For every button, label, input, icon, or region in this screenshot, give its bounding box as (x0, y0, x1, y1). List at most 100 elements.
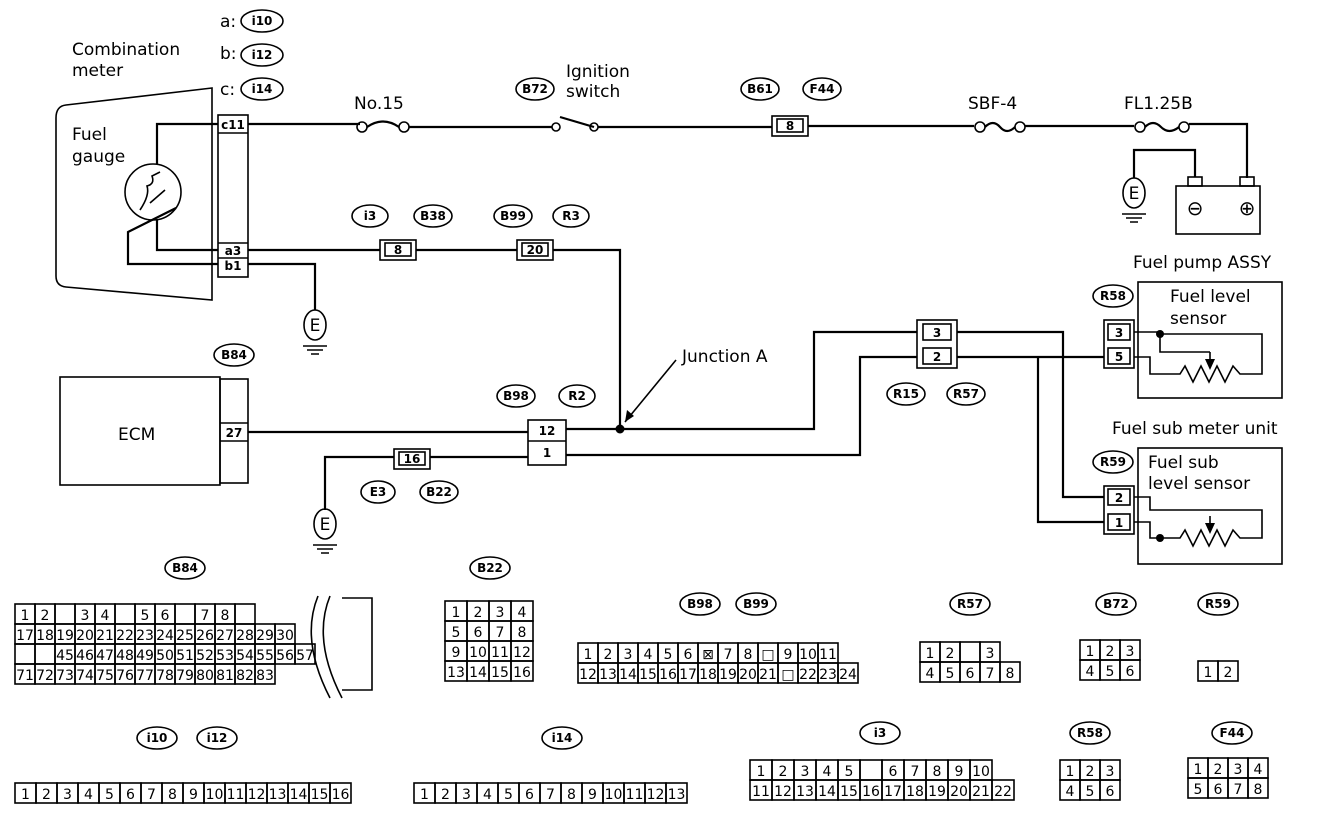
fuse-no15-label: No.15 (354, 94, 404, 114)
connector-B84-cell (174, 603, 196, 625)
connector-R57-pin-6: 6 (966, 666, 975, 682)
connector-B22-pin-14: 14 (469, 665, 487, 681)
fuel-level-label-2: sensor (1170, 309, 1226, 329)
connector-R59 (1103, 485, 1135, 535)
connector-view-tag-i12: i12 (207, 731, 228, 745)
connector-i14-pin-3: 3 (462, 787, 471, 803)
connector-i3-pin-19: 19 (928, 784, 946, 800)
connector-R58-pin-4: 4 (1066, 784, 1075, 800)
meter-key-letter-a: a: (220, 12, 236, 32)
tag-bubble-R2 (558, 384, 596, 408)
connector-B84-pin-53: 53 (216, 648, 234, 664)
ground-icon-battery (1122, 177, 1146, 209)
connector-view-tag-bubble-R59 (1197, 592, 1239, 616)
connector-B98-B99-pin-1: 1 (584, 647, 593, 663)
combination-meter-label-1: Combination (72, 40, 180, 60)
connector-view-tag-B84: B84 (172, 561, 198, 575)
tag-B84: B84 (221, 348, 247, 362)
connector-B84-pin-45: 45 (56, 648, 74, 664)
connector-i10-i12-pin-15: 15 (311, 787, 329, 803)
connector-B22-pin-11: 11 (491, 645, 509, 661)
connector-R58-pin-3: 3 (1106, 764, 1115, 780)
ground-icon-meter (303, 309, 327, 341)
connector-B98-B99-pin-7: 7 (724, 647, 733, 663)
meter-key-tag-a: i10 (252, 14, 273, 28)
connector-B98-B99-pin-⊠: ⊠ (702, 647, 714, 663)
connector-B84-pin-49: 49 (136, 648, 154, 664)
connector-B84-pin-48: 48 (116, 648, 134, 664)
pin-b61-8: 8 (786, 119, 794, 133)
connector-i3-pin-1: 1 (757, 764, 766, 780)
connector-F44-pin-5: 5 (1194, 782, 1203, 798)
connector-view-tag-bubble-B98 (679, 592, 721, 616)
tag-B38: B38 (420, 209, 446, 223)
tag-i3: i3 (364, 209, 376, 223)
connector-R59-cell (1217, 660, 1239, 682)
connector-B98-B99-pin-18: 18 (699, 667, 717, 683)
connector-B84-pin-52: 52 (196, 648, 214, 664)
svg-text:E: E (310, 316, 321, 336)
gauge-wire-bottom (155, 220, 218, 252)
fuel-sub-resistor (1134, 496, 1263, 548)
meter-connector-block (217, 114, 249, 278)
connector-B84-cell (114, 603, 136, 625)
connector-R15-R57 (916, 319, 958, 369)
connector-view-tag-i10: i10 (147, 731, 168, 745)
connector-i14-pin-7: 7 (546, 787, 555, 803)
connector-i3-pin-22: 22 (994, 784, 1012, 800)
connector-R57-pin-1: 1 (926, 646, 935, 662)
connector-i14-pin-6: 6 (525, 787, 534, 803)
connector-B98-B99-pin-8: 8 (744, 647, 753, 663)
fuel-gauge-dial (124, 163, 182, 221)
connector-B72-cell (1119, 659, 1141, 681)
connector-B98-B99-pin-19: 19 (719, 667, 737, 683)
connector-B84-cell (254, 663, 276, 685)
connector-view-tag-B99: B99 (743, 597, 769, 611)
connector-i3-pin-20: 20 (950, 784, 968, 800)
tag-bubble-R3 (552, 204, 590, 228)
connector-B84-pin-3: 3 (81, 608, 90, 624)
connector-B72-pin-3: 3 (1126, 644, 1135, 660)
connector-view-tag-bubble-B72 (1095, 592, 1137, 616)
gauge-wire-top (155, 122, 218, 164)
connector-F44-cell (1247, 777, 1269, 799)
pin-b98-12: 12 (539, 424, 556, 438)
fuel-sub-meter-box (1137, 447, 1283, 565)
connector-i3-pin-15: 15 (840, 784, 858, 800)
battery-minus-icon: ⊖ (1187, 196, 1204, 220)
connector-B84-pin-7: 7 (201, 608, 210, 624)
connector-F44-pin-3: 3 (1234, 762, 1243, 778)
connector-i3-cell (859, 759, 883, 781)
connector-R58-pin-5: 5 (1086, 784, 1095, 800)
connector-B84-pin-76: 76 (116, 668, 134, 684)
connector-B98-B99-pin-□: □ (761, 647, 774, 663)
svg-text:E: E (320, 515, 331, 535)
connector-B84-pin-78: 78 (156, 668, 174, 684)
connector-B22-pin-1: 1 (452, 605, 461, 621)
connector-B84-cell (234, 603, 256, 625)
connector-B84-pin-47: 47 (96, 648, 114, 664)
connector-view-tag-bubble-i3 (859, 721, 901, 745)
fuel-gauge-needle-icon (139, 171, 166, 211)
meter-key-tag-bubble-b (240, 43, 284, 67)
connector-R58-cell (1099, 779, 1121, 801)
connector-view-tag-bubble-B22 (469, 556, 511, 580)
connector-view-tag-i14: i14 (552, 731, 573, 745)
connector-R57-pin-3: 3 (986, 646, 995, 662)
meter-key-tag-c: i14 (252, 82, 273, 96)
tag-bubble-R15 (886, 382, 926, 406)
connector-B98-R2 (527, 419, 567, 466)
fuel-sub-label-1: Fuel sub (1148, 453, 1219, 473)
connector-B98-B99-pin-17: 17 (679, 667, 697, 683)
connector-B98-B99-pin-24: 24 (839, 667, 857, 683)
connector-B84-pin-2: 2 (41, 608, 50, 624)
fuel-sub-meter-unit-label: Fuel sub meter unit (1112, 419, 1278, 439)
connector-i10-i12-pin-16: 16 (332, 787, 350, 803)
pin-a3: a3 (225, 244, 241, 258)
connector-B98-B99-pin-12: 12 (579, 667, 597, 683)
connector-B72-pin-5: 5 (1106, 664, 1115, 680)
connector-i10-i12-pin-7: 7 (147, 787, 156, 803)
connector-R57-pin-8: 8 (1006, 666, 1015, 682)
connector-view-tag-bubble-i14 (541, 726, 583, 750)
connector-B98-B99-pin-21: 21 (759, 667, 777, 683)
